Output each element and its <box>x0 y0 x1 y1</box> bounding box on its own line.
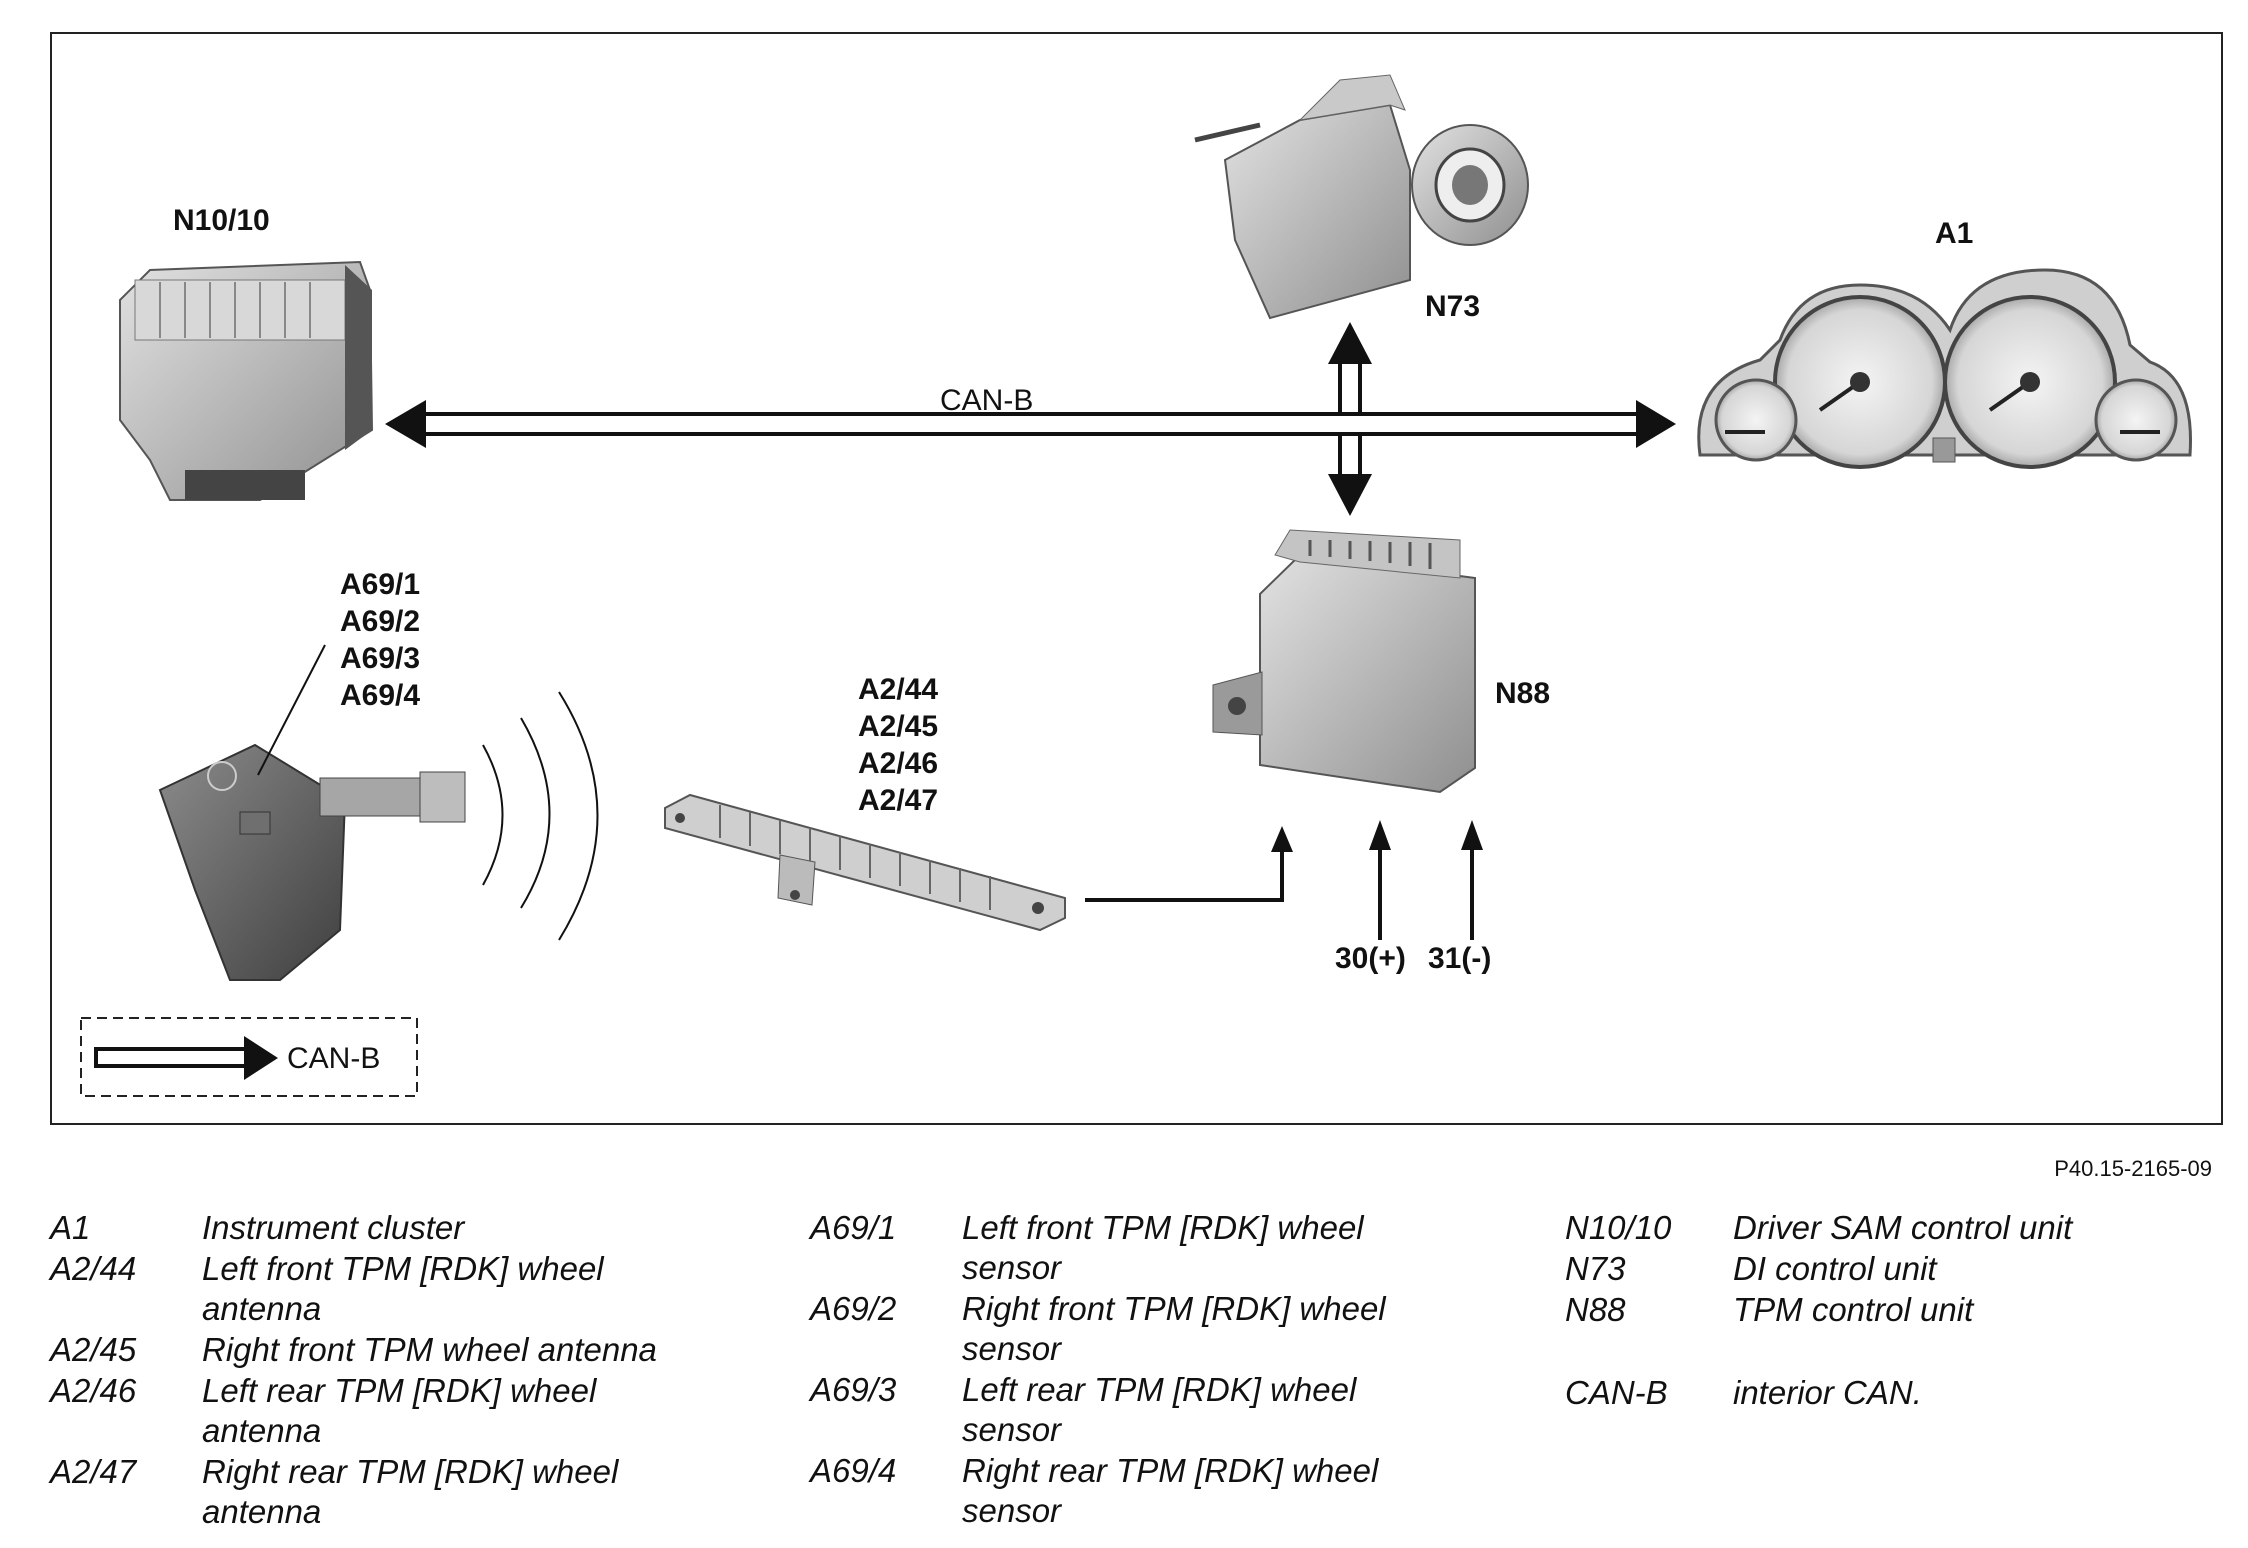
legend-code: A1 <box>50 1209 91 1246</box>
n88-link-arrow <box>1328 434 1372 516</box>
legend-desc: Left rear TPM [RDK] wheel sensor <box>962 1371 1357 1448</box>
wheel-sensor-image <box>158 743 466 981</box>
key-can-b-arrow-icon <box>94 1036 278 1080</box>
legend-code: N10/10 <box>1565 1209 1672 1246</box>
legend-item: A69/2 Right front TPM [RDK] wheel sensor <box>810 1289 1430 1369</box>
a1-instrument-cluster-image <box>1697 268 2192 469</box>
radio-wave-icon <box>482 691 599 941</box>
can-b-bus-label: CAN-B <box>940 384 1033 417</box>
legend-code: A2/46 <box>50 1372 137 1409</box>
key-can-b-label: CAN-B <box>287 1042 380 1075</box>
legend-code: A69/2 <box>810 1290 897 1327</box>
antenna-to-n88-arrow <box>1085 826 1293 902</box>
terminal-30-label: 30(+) <box>1335 942 1406 975</box>
legend-code: N88 <box>1565 1291 1626 1328</box>
legend-item: A69/3 Left rear TPM [RDK] wheel sensor <box>810 1370 1430 1450</box>
legend-code: A69/1 <box>810 1209 897 1246</box>
n73-di-unit-image <box>1194 74 1529 320</box>
legend-desc: Right rear TPM [RDK] wheel antenna <box>202 1453 619 1530</box>
legend-item: N73 DI control unit <box>1565 1249 2205 1289</box>
legend-code: A2/45 <box>50 1331 137 1368</box>
legend-item: A69/1 Left front TPM [RDK] wheel sensor <box>810 1208 1430 1288</box>
legend-code: N73 <box>1565 1250 1626 1287</box>
terminal-31-label: 31(-) <box>1428 942 1491 975</box>
antenna-label-1: A2/44 <box>858 673 938 706</box>
legend-desc: Right rear TPM [RDK] wheel sensor <box>962 1452 1379 1529</box>
legend-item: N88 TPM control unit <box>1565 1290 2205 1330</box>
legend-item: A2/46 Left rear TPM [RDK] wheel antenna <box>50 1371 700 1451</box>
legend-column-3: N10/10 Driver SAM control unit N73 DI co… <box>1565 1208 2205 1414</box>
n10-10-label: N10/10 <box>173 204 270 237</box>
n88-tpm-module-image <box>1212 529 1476 794</box>
legend-item: A2/44 Left front TPM [RDK] wheel antenna <box>50 1249 700 1329</box>
reference-number: P40.15-2165-09 <box>2054 1156 2212 1181</box>
legend-spacer <box>1565 1331 2205 1373</box>
legend-item: N10/10 Driver SAM control unit <box>1565 1208 2205 1248</box>
a1-label: A1 <box>1935 217 1973 250</box>
legend-item: A2/47 Right rear TPM [RDK] wheel antenna <box>50 1452 700 1532</box>
legend-desc: Instrument cluster <box>202 1209 465 1246</box>
n73-label: N73 <box>1425 290 1480 323</box>
legend-code: A2/47 <box>50 1453 137 1490</box>
wheel-sensor-label-1: A69/1 <box>340 568 420 601</box>
n10-10-sam-module-image <box>119 260 374 501</box>
legend-item: CAN-B interior CAN. <box>1565 1373 2205 1413</box>
key-box <box>80 1017 418 1097</box>
legend-desc: TPM control unit <box>1733 1291 1974 1328</box>
legend-desc: Left rear TPM [RDK] wheel antenna <box>202 1372 597 1449</box>
legend-code: CAN-B <box>1565 1374 1668 1411</box>
antenna-label-4: A2/47 <box>858 784 938 817</box>
wheel-sensor-label-4: A69/4 <box>340 679 420 712</box>
diagram-frame <box>50 32 2223 1125</box>
legend-column-2: A69/1 Left front TPM [RDK] wheel sensor … <box>810 1208 1430 1532</box>
can-b-bus-arrow <box>385 400 1676 448</box>
legend-item: A1 Instrument cluster <box>50 1208 700 1248</box>
legend-item: A69/4 Right rear TPM [RDK] wheel sensor <box>810 1451 1430 1531</box>
antenna-label-3: A2/46 <box>858 747 938 780</box>
legend-code: A69/3 <box>810 1371 897 1408</box>
legend-desc: Driver SAM control unit <box>1733 1209 2073 1246</box>
wheel-sensor-leader-line <box>257 644 326 776</box>
legend-desc: Left front TPM [RDK] wheel sensor <box>962 1209 1364 1286</box>
legend-code: A2/44 <box>50 1250 137 1287</box>
wheel-sensor-label-2: A69/2 <box>340 605 420 638</box>
n88-label: N88 <box>1495 677 1550 710</box>
antenna-label-2: A2/45 <box>858 710 938 743</box>
n73-link-arrow <box>1328 322 1372 414</box>
legend-desc: DI control unit <box>1733 1250 1937 1287</box>
wheel-sensor-label-3: A69/3 <box>340 642 420 675</box>
legend-desc: interior CAN. <box>1733 1374 1922 1411</box>
terminal-31-arrow <box>1461 820 1483 940</box>
antenna-image <box>664 793 1066 932</box>
legend-item: A2/45 Right front TPM wheel antenna <box>50 1330 700 1370</box>
legend-desc: Right front TPM [RDK] wheel sensor <box>962 1290 1386 1367</box>
legend-desc: Left front TPM [RDK] wheel antenna <box>202 1250 604 1327</box>
terminal-30-arrow <box>1369 820 1391 940</box>
legend-code: A69/4 <box>810 1452 897 1489</box>
legend-desc: Right front TPM wheel antenna <box>202 1331 657 1368</box>
legend-column-1: A1 Instrument cluster A2/44 Left front T… <box>50 1208 700 1533</box>
